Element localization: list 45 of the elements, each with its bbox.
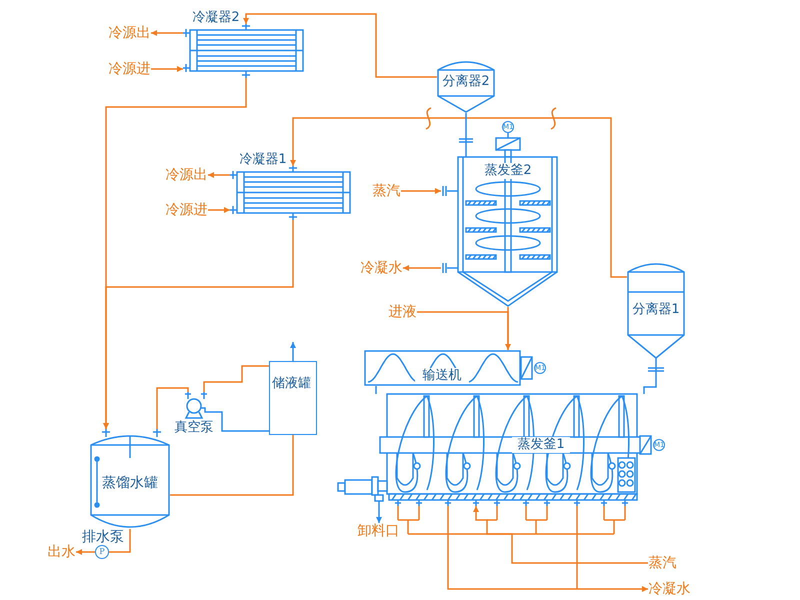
pipe-arrow xyxy=(376,506,382,523)
equipment-label: 蒸发釜1 xyxy=(512,437,570,453)
pipe-arrow xyxy=(76,549,95,555)
pipe-arrow xyxy=(208,207,230,213)
equipment-label: 分离器2 xyxy=(441,74,491,90)
pipe-arrow xyxy=(151,30,183,36)
pipe-line xyxy=(643,380,657,394)
equipment-label: 排水泵 xyxy=(80,530,126,545)
equipment-label: 蒸馏水罐 xyxy=(100,474,160,492)
pipe-arrow xyxy=(103,220,294,429)
pipe-arrow xyxy=(243,13,437,78)
stream-label: 冷源进 xyxy=(108,61,151,77)
pipe-line xyxy=(465,113,467,157)
pump-symbol: P xyxy=(95,545,109,559)
pipe-line xyxy=(156,387,189,429)
storage-tank xyxy=(269,361,317,435)
stream-label: 出水 xyxy=(47,544,76,560)
stream-label: 冷凝水 xyxy=(360,260,403,276)
stream-label: 进液 xyxy=(388,304,417,320)
pipe-line xyxy=(507,307,509,350)
pipe-arrow xyxy=(473,506,648,564)
stream-label: 卸料口 xyxy=(357,523,400,539)
pipe-arrow xyxy=(401,188,441,194)
stream-label: 冷凝水 xyxy=(648,581,691,597)
pipe-arrow xyxy=(290,117,627,278)
pipe-line xyxy=(109,529,131,553)
equipment-label: 输送机 xyxy=(415,368,469,384)
equipment-label: 储液罐 xyxy=(270,376,314,392)
equipment-label: 分离器1 xyxy=(631,302,681,318)
pipe-arrow xyxy=(403,265,441,271)
pipe-arrow xyxy=(208,172,230,178)
pipe-arrow xyxy=(151,66,183,72)
pipe-line xyxy=(203,365,269,392)
stream-label: 冷源进 xyxy=(165,202,208,218)
pipe-arrow xyxy=(290,342,296,361)
stream-label: 蒸汽 xyxy=(372,183,401,199)
stream-label: 冷源出 xyxy=(165,167,208,183)
pipe-arrow xyxy=(447,506,648,592)
pipe-line xyxy=(170,435,294,496)
stream-label: 冷源出 xyxy=(108,25,151,41)
stream-label: 蒸汽 xyxy=(648,555,677,571)
equipment-label: 真空泵 xyxy=(172,420,216,436)
pipe-arrow xyxy=(417,311,511,350)
pipe-line xyxy=(210,411,269,432)
pipe-line xyxy=(375,386,377,394)
